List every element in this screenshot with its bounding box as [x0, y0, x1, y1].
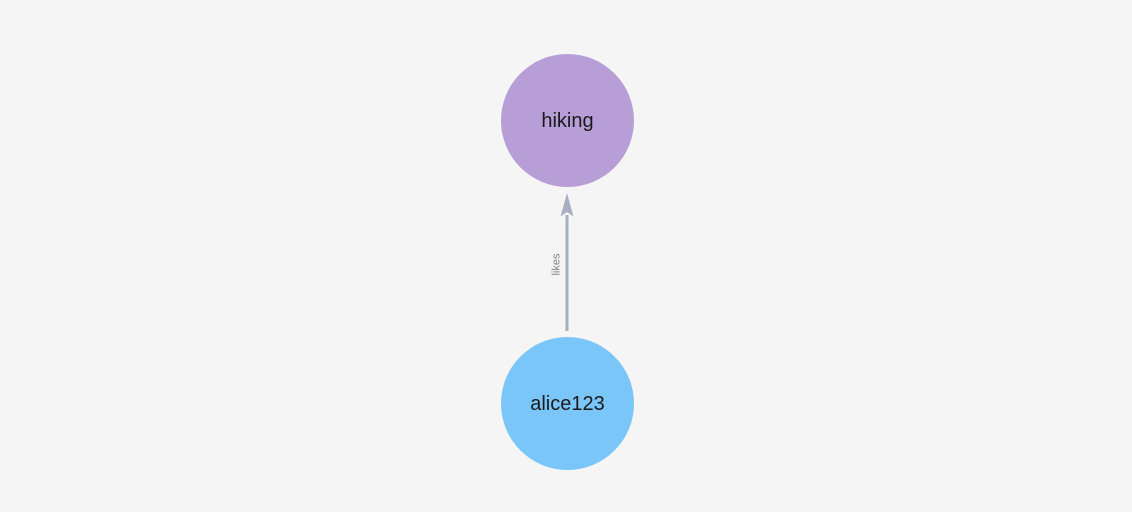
arrowhead-up-icon — [560, 193, 574, 217]
node-label-alice123: alice123 — [530, 392, 605, 415]
node-label-hiking: hiking — [541, 109, 594, 132]
graph-node-alice123[interactable]: alice123 — [501, 337, 634, 470]
graph-node-hiking[interactable]: hiking — [501, 54, 634, 187]
edge-label-likes: likes — [550, 253, 563, 276]
edge-alice123-likes-hiking[interactable] — [560, 193, 574, 331]
